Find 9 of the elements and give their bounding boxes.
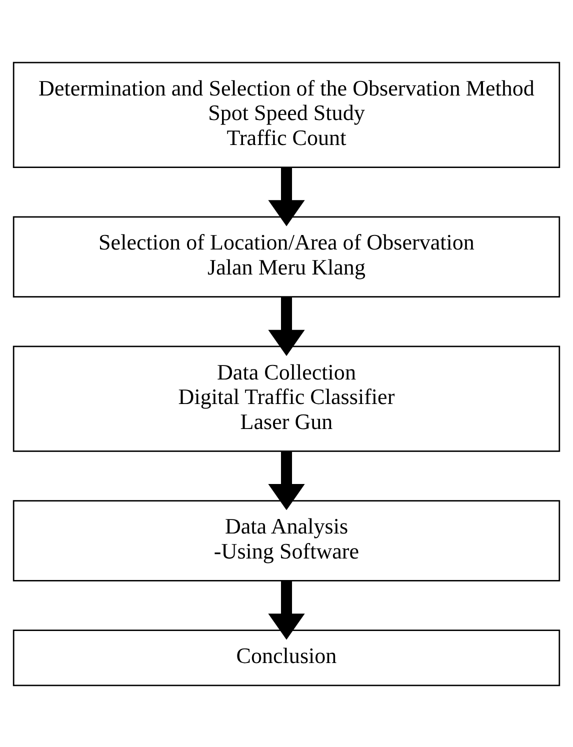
node-box: Selection of Location/Area of Observation Jalan Meru Klang (12, 216, 560, 297)
node-box: Conclusion (12, 629, 560, 686)
arrow (268, 580, 305, 640)
node-box: Data Collection Digital Traffic Classifier Laser Gun (12, 345, 560, 452)
arrow (268, 166, 305, 226)
arrow (268, 296, 305, 356)
node-box: Data Analysis -Using Software (12, 500, 560, 581)
node-box: Determination and Selection of the Observation Method Spot Speed Study Traffic Count (12, 61, 560, 168)
arrow (268, 450, 305, 510)
